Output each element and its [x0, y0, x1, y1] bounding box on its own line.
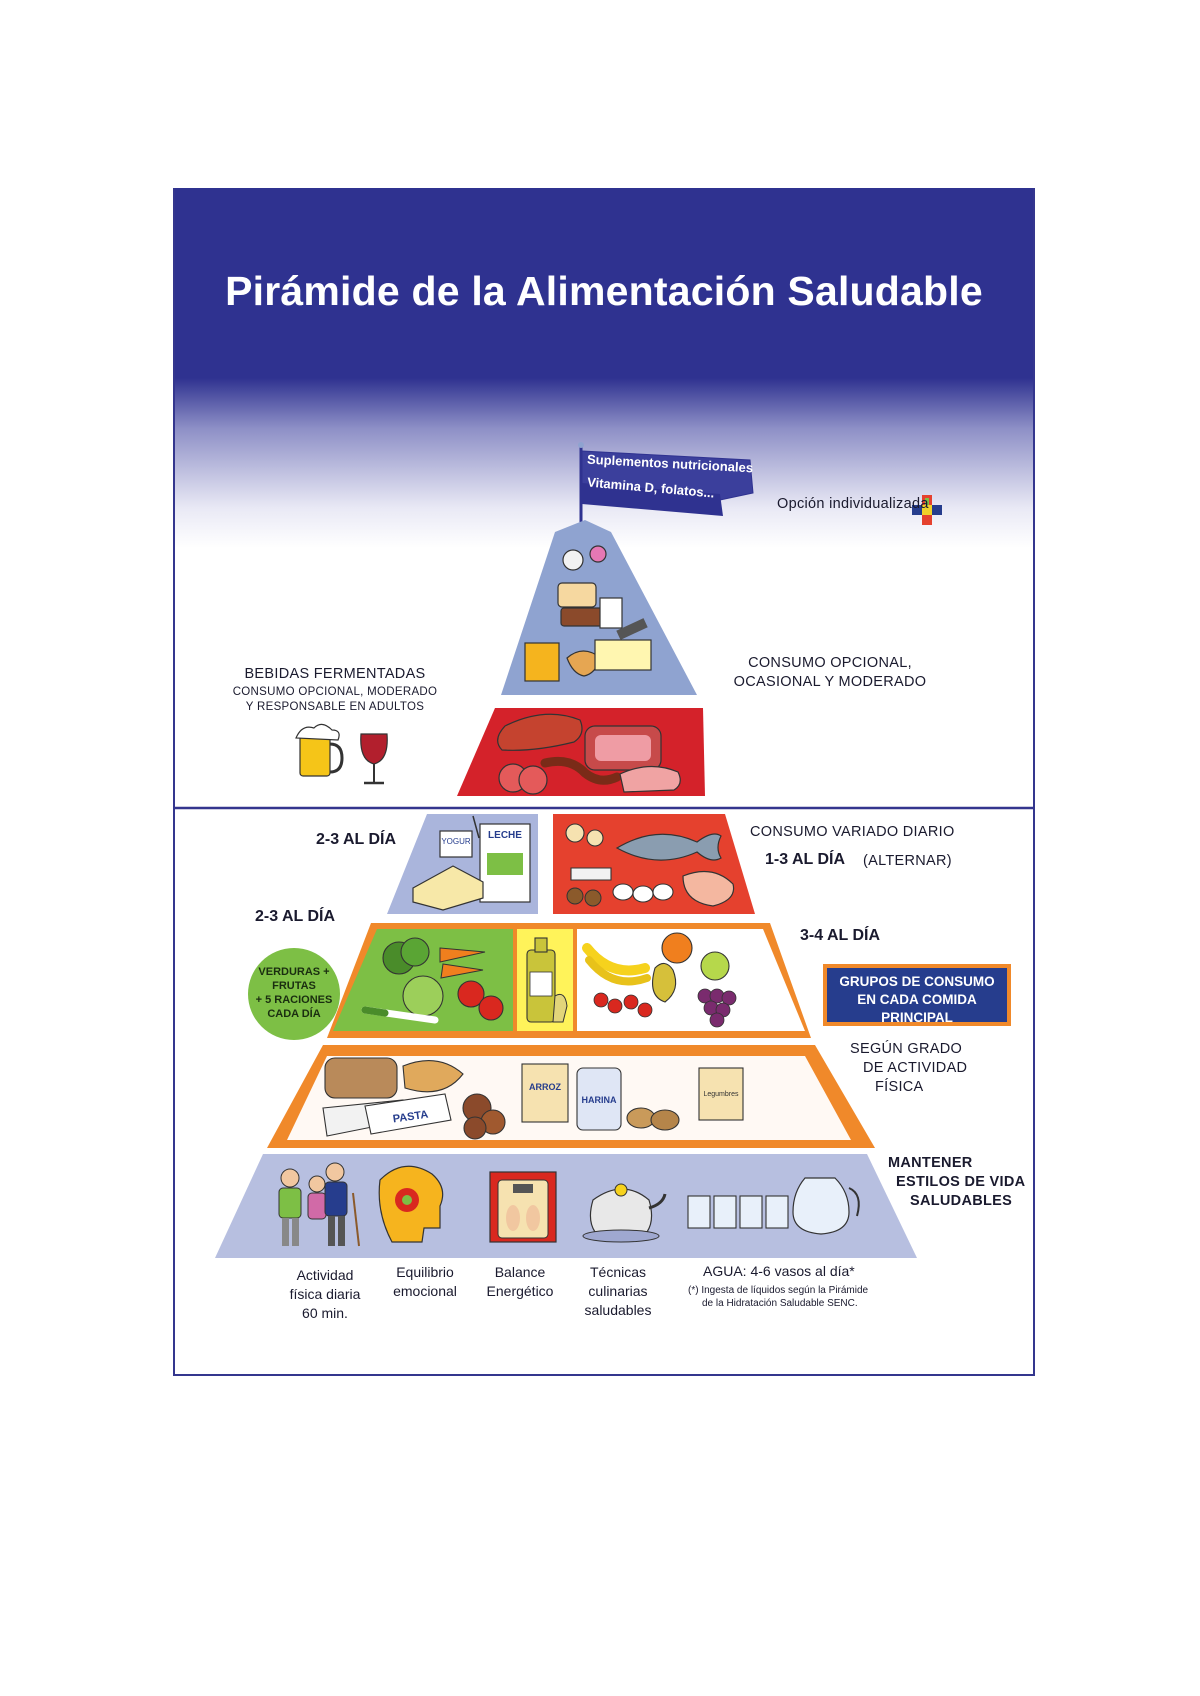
- bebidas-title: BEBIDAS FERMENTADAS: [244, 666, 426, 682]
- circle-line2: FRUTAS: [272, 980, 316, 992]
- actividad-line2: física diaria: [289, 1286, 361, 1302]
- sweets-icon: [524, 545, 652, 682]
- vegetables-icon: [361, 937, 504, 1024]
- base-label-1: MANTENER: [888, 1155, 973, 1171]
- leche-label: LECHE: [488, 830, 522, 841]
- protein-foods-icon: [565, 823, 735, 907]
- equilibrio-line1: Equilibrio: [396, 1264, 454, 1280]
- bebidas-line1: CONSUMO OPCIONAL, MODERADO: [232, 686, 438, 698]
- actividad-line1: Actividad: [296, 1267, 354, 1283]
- grupos-consumo-box: GRUPOS DE CONSUMO EN CADA COMIDA PRINCIP…: [823, 964, 1011, 1026]
- cereales-label-1: SEGÚN GRADO: [850, 1041, 963, 1057]
- fruit-panel-right: [763, 929, 805, 1031]
- proteinas-freq: 1-3 AL DÍA: [765, 851, 846, 868]
- circle-line3: + 5 RACIONES: [255, 994, 333, 1006]
- plus-cross-icon: [912, 495, 942, 525]
- proteinas-note: (ALTERNAR): [863, 853, 952, 869]
- equilibrio-caption: Equilibrio emocional: [370, 1263, 480, 1301]
- agua-caption: AGUA: 4-6 vasos al día*: [703, 1263, 855, 1279]
- tecnicas-line1: Técnicas: [589, 1264, 647, 1280]
- balance-line1: Balance: [494, 1264, 546, 1280]
- base-label-2: ESTILOS DE VIDA: [896, 1174, 1026, 1190]
- veg-panel-left: [333, 929, 377, 1031]
- agua-note-line1: (*) Ingesta de líquidos según la Pirámid…: [688, 1285, 869, 1296]
- opcion-individualizada-label: Opción individualizada: [777, 496, 929, 512]
- actividad-fisica-caption: Actividad física diaria 60 min.: [265, 1266, 385, 1323]
- consumo-opcional-line1: CONSUMO OPCIONAL,: [748, 655, 912, 671]
- pasta-label: PASTA: [392, 1109, 429, 1126]
- cereals-icon: PASTA ARROZ HARINA Legumbres: [322, 1057, 744, 1140]
- cereales-label-2: DE ACTIVIDAD: [863, 1060, 968, 1076]
- balance-line2: Energético: [486, 1283, 554, 1299]
- cured-meats-icon: [497, 713, 681, 795]
- lacteos-freq: 2-3 AL DÍA: [316, 831, 397, 848]
- harina-label: HARINA: [582, 1095, 617, 1105]
- bebidas-line2: Y RESPONSABLE EN ADULTOS: [245, 701, 425, 713]
- circle-line4: CADA DÍA: [267, 1008, 321, 1020]
- equilibrio-line2: emocional: [393, 1283, 457, 1299]
- verduras-frutas-circle: VERDURAS + FRUTAS + 5 RACIONES CADA DÍA: [248, 948, 340, 1040]
- arroz-label: ARROZ: [529, 1082, 561, 1092]
- tecnicas-line3: saludables: [584, 1302, 652, 1318]
- flag-pole-top: [578, 442, 584, 448]
- grupos-line2: EN CADA COMIDA: [857, 992, 977, 1007]
- base-label-3: SALUDABLES: [910, 1193, 1013, 1209]
- emotional-balance-icon: [378, 1165, 444, 1243]
- circle-line1: VERDURAS +: [258, 966, 330, 978]
- water-glasses-icon: [687, 1177, 860, 1235]
- verduras-freq: 2-3 AL DÍA: [255, 908, 336, 925]
- cereales-label-3: FÍSICA: [875, 1079, 924, 1095]
- frutas-freq: 3-4 AL DÍA: [800, 927, 881, 944]
- page-title: Pirámide de la Alimentación Saludable: [225, 268, 983, 314]
- scale-icon: [489, 1171, 557, 1243]
- family-walking-icon: [278, 1162, 360, 1247]
- flag-banner-lower: [582, 483, 723, 516]
- legumbres-label: Legumbres: [703, 1091, 739, 1098]
- food-pyramid-diagram: YOGUR LECHE: [175, 442, 1033, 1258]
- agua-note-line2: de la Hidratación Saludable SENC.: [702, 1298, 858, 1309]
- tecnicas-caption: Técnicas culinarias saludables: [563, 1263, 673, 1320]
- olive-oil-icon: [526, 937, 568, 1023]
- consumo-opcional-line2: OCASIONAL Y MODERADO: [733, 674, 927, 690]
- tecnicas-line2: culinarias: [588, 1283, 648, 1299]
- fruits-icon: [582, 932, 737, 1028]
- proteinas-title: CONSUMO VARIADO DIARIO: [750, 824, 955, 840]
- balance-caption: Balance Energético: [470, 1263, 570, 1301]
- grupos-line3: PRINCIPAL: [881, 1010, 953, 1025]
- dairy-products-icon: YOGUR LECHE: [412, 815, 531, 911]
- yogur-label: YOGUR: [441, 837, 471, 846]
- beer-mug-icon: [295, 723, 344, 777]
- wine-glass-icon: [360, 733, 388, 785]
- actividad-line3: 60 min.: [302, 1305, 348, 1321]
- grupos-line1: GRUPOS DE CONSUMO: [839, 974, 995, 989]
- teapot-icon: [582, 1183, 667, 1243]
- poster: Pirámide de la Alimentación Saludable: [173, 188, 1035, 1376]
